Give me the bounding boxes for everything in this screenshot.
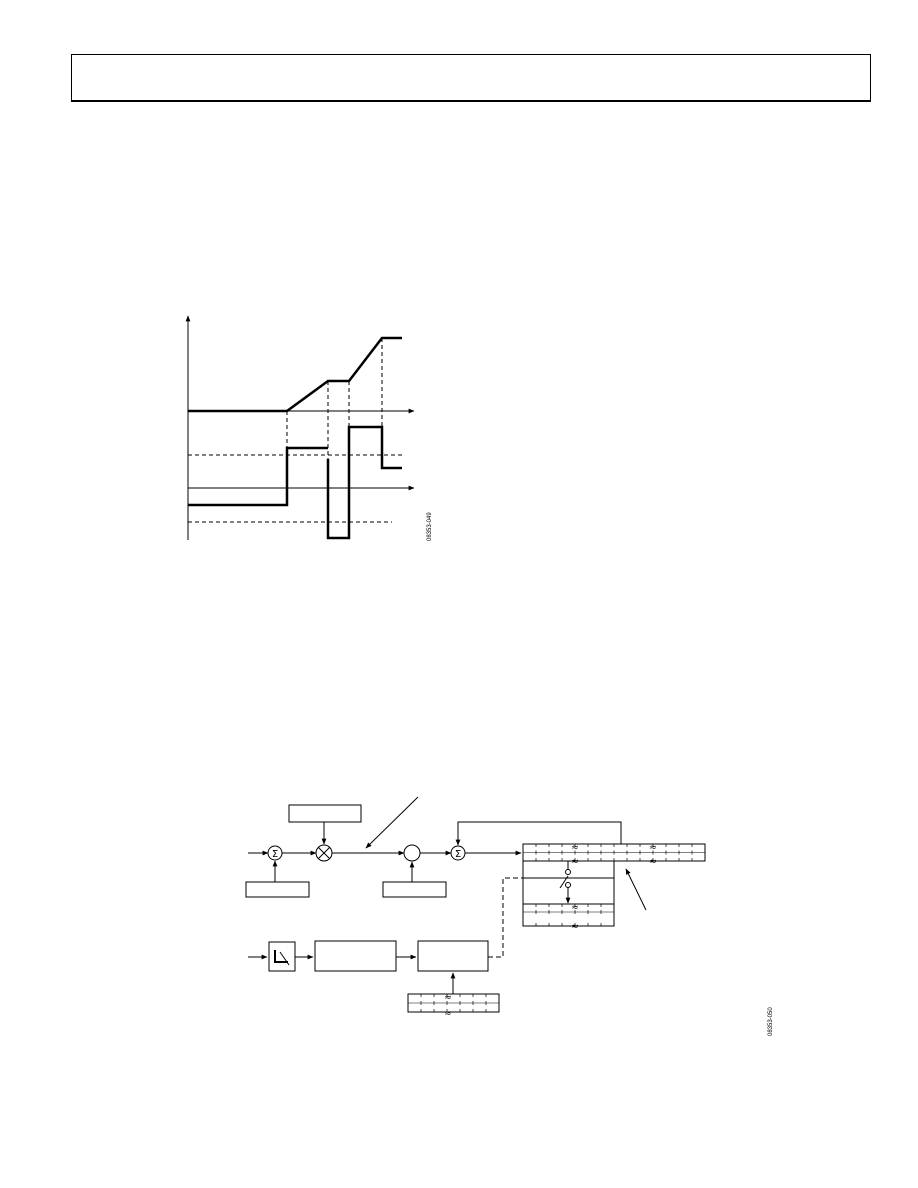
timing-waveform-figure [185,315,415,540]
break-icon: ≈ [444,993,452,1003]
offset-box-2 [382,881,447,898]
filter-symbol [274,950,288,963]
dashed-control-line [488,877,568,958]
summer-2-symbol: Σ [455,849,461,860]
waveform-upper-trace [188,336,402,413]
break-icon: ≈ [649,843,657,853]
filter-block [268,941,296,972]
open-node [403,844,421,862]
break-icon: ≈ [571,857,579,867]
offset-box-1 [245,881,310,898]
break-icon: ≈ [571,922,579,932]
register-break-icons: ≈ ≈ ≈ ≈ ≈ ≈ ≈ ≈ [444,843,657,1019]
gain-box [288,804,362,823]
switch-contact-top [565,869,571,875]
processing-block-b [417,940,489,972]
waveform-lower-trace-right [326,425,402,540]
feedback-loop [455,821,622,846]
block-diagram-figure [245,796,706,1013]
lower-register [522,903,615,927]
summer-1-symbol: Σ [272,849,278,860]
waveform-lower-trace-left [188,446,328,507]
page-header-box [71,54,871,102]
switch-blade [559,875,569,889]
break-icon: ≈ [571,843,579,853]
top-figure-code: 08353-049 [427,512,433,541]
break-icon: ≈ [571,903,579,913]
break-icon: ≈ [444,1009,452,1019]
break-icon: ≈ [649,857,657,867]
processing-block-a [314,940,397,972]
pointer-arrow-top [365,796,419,849]
switch-contact-bottom [565,882,571,888]
bottom-figure-code: 08353-050 [768,1007,774,1036]
pointer-arrow-register [625,868,647,911]
register-ticks [420,844,693,1012]
